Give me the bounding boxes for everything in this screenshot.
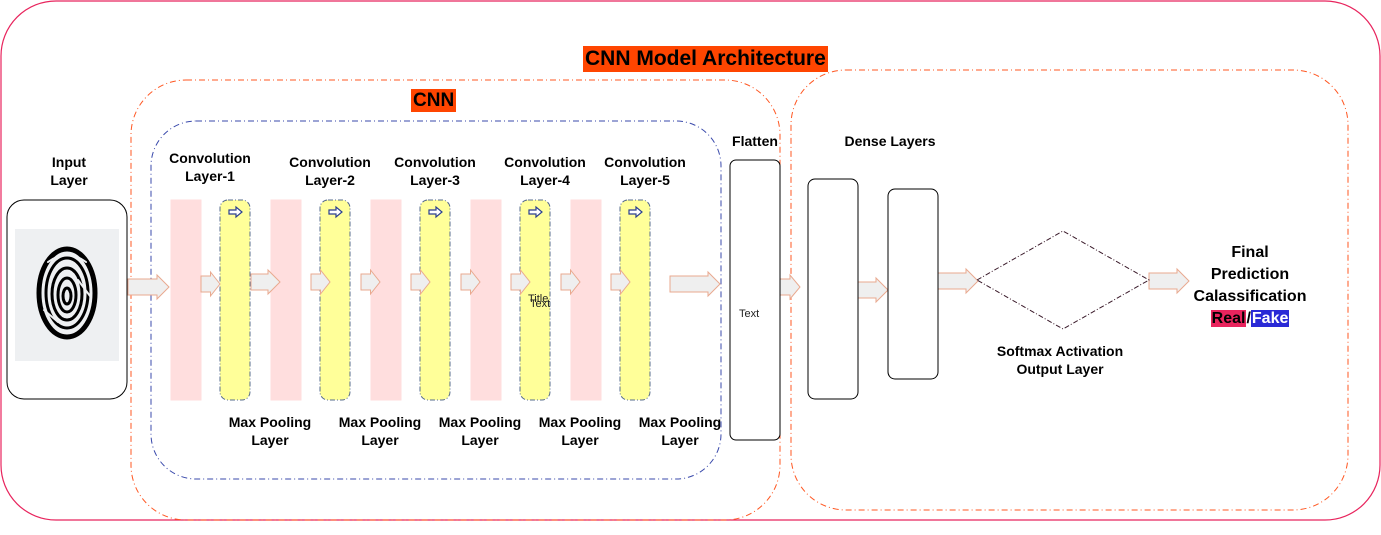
layer-shapes	[170, 199, 651, 401]
pool-layer-4-bar	[519, 199, 551, 401]
dense-layers-label: Dense Layers	[844, 133, 936, 149]
flow-arrow-9	[560, 268, 581, 296]
pool-layer-1-bar	[219, 199, 251, 401]
conv-layer-1-bar	[170, 199, 202, 401]
flow-arrow-8	[510, 268, 531, 296]
fingerprint-icon	[36, 246, 98, 340]
flow-arrow-5	[360, 268, 381, 296]
flow-arrows	[127, 267, 1190, 304]
arrow-right-icon	[628, 205, 643, 219]
dense-layer-1	[807, 178, 859, 400]
pool-layer-2-bar	[319, 199, 351, 401]
placeholder-text: Text	[530, 298, 551, 310]
arrow-right-icon	[228, 205, 243, 219]
flow-arrow-15	[1148, 267, 1190, 295]
flow-arrow-7	[460, 268, 481, 296]
conv-layer-5-bar	[570, 199, 602, 401]
real-badge: Real	[1210, 310, 1247, 327]
dense-layer-2	[887, 188, 939, 380]
flow-arrow-2	[200, 270, 221, 298]
flatten-box	[729, 159, 781, 441]
arrow-right-icon	[428, 205, 443, 219]
outer-container	[0, 0, 1381, 521]
arrow-right-icon	[528, 205, 543, 219]
flatten-text: Text	[739, 308, 760, 320]
conv-pool-block	[150, 120, 722, 480]
flow-arrow-12	[779, 273, 801, 301]
flatten-label: Flatten	[732, 133, 778, 149]
flow-arrow-6	[410, 268, 431, 296]
flow-arrow-11	[669, 270, 721, 298]
flow-arrow-13	[857, 276, 889, 304]
flow-arrow-10	[610, 268, 631, 296]
flow-arrow-1	[127, 273, 170, 301]
conv-layer-2-bar	[270, 199, 302, 401]
fake-badge: Fake	[1250, 310, 1290, 327]
pool-layer-3-bar	[419, 199, 451, 401]
separator: /	[1246, 310, 1251, 327]
conv-layer-4-bar	[470, 199, 502, 401]
diagram-title: CNN Model Architecture	[583, 46, 828, 72]
flow-arrow-3	[250, 268, 281, 296]
flow-arrow-14	[937, 267, 979, 295]
pool-layer-5-bar	[619, 199, 651, 401]
cnn-section	[130, 79, 781, 521]
final-prediction-label: Final Prediction Calassification Real/Fa…	[1193, 244, 1307, 327]
flow-arrow-4	[310, 268, 331, 296]
softmax-diamond	[975, 230, 1151, 330]
cnn-title: CNN	[411, 89, 457, 112]
placeholder-title: Title	[528, 293, 549, 305]
arrow-right-icon	[328, 205, 343, 219]
conv-layer-3-bar	[370, 199, 402, 401]
